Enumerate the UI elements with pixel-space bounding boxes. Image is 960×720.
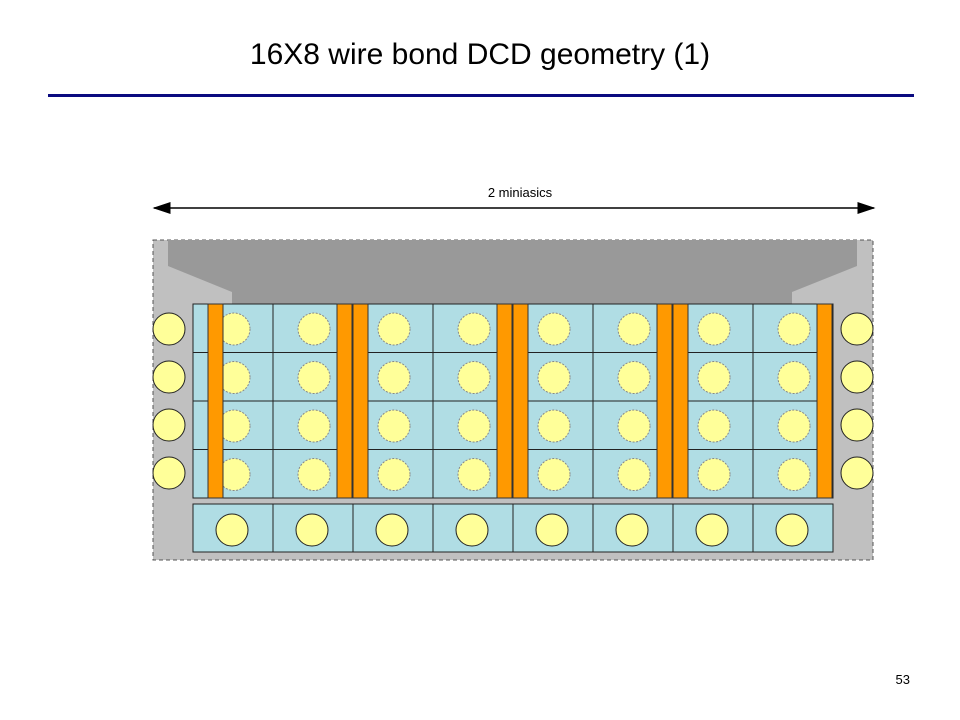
bump-stripe — [672, 303, 689, 499]
wire-bond-pad — [615, 513, 649, 547]
wire-bond-pad — [535, 513, 569, 547]
bump-stripe — [336, 303, 353, 499]
dimension-label: 2 miniasics — [487, 185, 553, 200]
bump-pad — [777, 312, 811, 346]
bump-pad — [457, 409, 491, 443]
bump-pad — [297, 361, 331, 394]
bump-pad — [457, 312, 491, 346]
bump-pad — [537, 409, 571, 443]
left-side-pad — [152, 408, 186, 442]
bump-stripe — [496, 303, 513, 499]
left-side-pad — [152, 312, 186, 346]
bump-pad — [297, 312, 331, 346]
side-pads — [152, 312, 874, 490]
bump-pad — [617, 361, 651, 394]
wire-bond-pad — [295, 513, 329, 547]
right-side-pad — [840, 312, 874, 346]
page-number: 53 — [895, 672, 910, 687]
bump-pad — [377, 361, 411, 394]
bottom-pad-row — [192, 503, 834, 553]
title-underline — [48, 94, 914, 97]
bump-stripe — [816, 303, 833, 499]
wire-bond-pad — [455, 513, 489, 547]
bump-pad — [697, 458, 731, 491]
right-side-pad — [840, 456, 874, 490]
bump-pad — [697, 312, 731, 346]
bump-stripe — [352, 303, 369, 499]
bump-stripe — [207, 303, 224, 499]
bump-pad — [377, 409, 411, 443]
bump-pad — [777, 409, 811, 443]
bump-pad — [297, 458, 331, 491]
bump-pad — [297, 409, 331, 443]
bump-pad — [457, 458, 491, 491]
wire-bond-pad — [215, 513, 249, 547]
asic-chip-body — [168, 240, 857, 304]
bump-pad — [537, 361, 571, 394]
bump-pad — [537, 458, 571, 491]
bump-pad — [617, 458, 651, 491]
bump-pad — [377, 458, 411, 491]
bump-pad — [697, 409, 731, 443]
bump-stripe — [656, 303, 673, 499]
bump-pad — [617, 409, 651, 443]
bump-pad — [537, 312, 571, 346]
wire-bond-pad — [375, 513, 409, 547]
bump-stripes — [207, 303, 833, 499]
wire-bond-pad — [695, 513, 729, 547]
slide-title: 16X8 wire bond DCD geometry (1) — [249, 38, 711, 71]
right-side-pad — [840, 360, 874, 394]
bump-pad — [617, 312, 651, 346]
left-side-pad — [152, 456, 186, 490]
bump-pad — [377, 312, 411, 346]
bump-pad — [777, 458, 811, 491]
bump-pad — [457, 361, 491, 394]
left-side-pad — [152, 360, 186, 394]
bump-pad — [697, 361, 731, 394]
bump-stripe — [512, 303, 529, 499]
bump-pad — [777, 361, 811, 394]
wire-bond-pad — [775, 513, 809, 547]
right-side-pad — [840, 408, 874, 442]
